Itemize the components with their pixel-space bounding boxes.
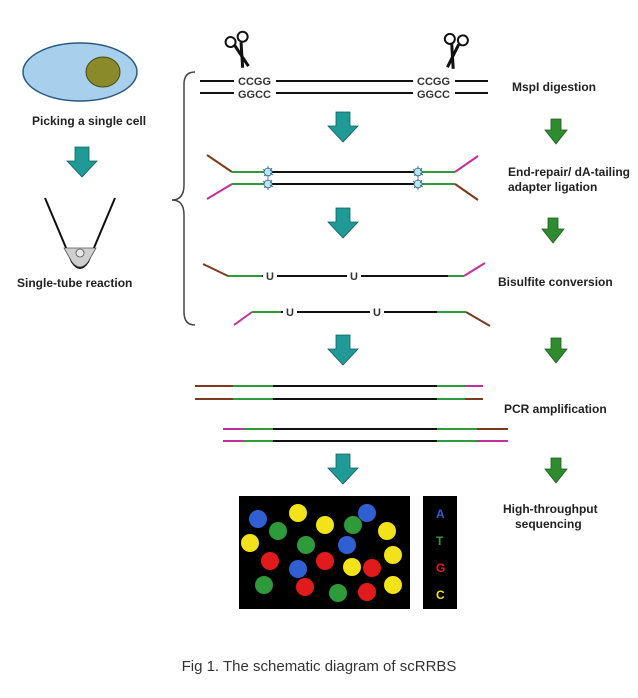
- scissors-left-icon: [222, 29, 257, 72]
- label-mspi-digestion: MspI digestion: [512, 80, 596, 94]
- site-top-right: CCGG: [417, 76, 450, 88]
- base-t: T: [436, 534, 444, 548]
- label-adapter-ligation: adapter ligation: [508, 180, 597, 194]
- uracil-2a: U: [286, 307, 294, 319]
- flow-cell-panel: [239, 496, 410, 609]
- scrrbs-schematic: Picking a single cell Single-tube reacti…: [17, 29, 630, 609]
- brace: [171, 71, 196, 326]
- arrow-1-teal: [327, 111, 359, 143]
- arrow-2-teal: [327, 207, 359, 239]
- base-g: G: [436, 561, 445, 575]
- arrow-cell-to-tube: [66, 146, 98, 178]
- label-pcr: PCR amplification: [504, 402, 607, 416]
- figure-caption: Fig 1. The schematic diagram of scRRBS: [181, 658, 457, 675]
- base-a: A: [436, 507, 445, 521]
- genomic-dna: [200, 75, 488, 99]
- label-single-tube: Single-tube reaction: [17, 276, 132, 290]
- bisulfite-strand-2: [233, 305, 491, 327]
- site-bottom-left: GGCC: [238, 89, 271, 101]
- uracil-1a: U: [266, 271, 274, 283]
- uracil-1b: U: [350, 271, 358, 283]
- single-cell: [22, 42, 138, 102]
- label-picking-cell: Picking a single cell: [32, 114, 146, 128]
- label-sequencing: sequencing: [515, 517, 582, 531]
- ligated-fragment: [206, 154, 479, 201]
- base-legend-panel: [423, 496, 457, 609]
- site-top-left: CCGG: [238, 76, 271, 88]
- site-bottom-right: GGCC: [417, 89, 450, 101]
- arrow-4-green: [544, 457, 568, 484]
- scissors-right-icon: [436, 29, 471, 73]
- arrow-3-teal: [327, 334, 359, 366]
- bisulfite-strand-1: [202, 262, 486, 283]
- label-bisulfite: Bisulfite conversion: [498, 275, 613, 289]
- arrow-1-green: [544, 118, 568, 145]
- uracil-2b: U: [373, 307, 381, 319]
- arrow-2-green: [541, 217, 565, 244]
- arrow-3-green: [544, 337, 568, 364]
- pcr-products: [195, 385, 508, 442]
- arrow-4-teal: [327, 453, 359, 485]
- reaction-tube: [44, 197, 116, 269]
- base-c: C: [436, 588, 445, 602]
- label-high-throughput: High-throughput: [503, 502, 598, 516]
- label-end-repair: End-repair/ dA-tailing: [508, 165, 630, 179]
